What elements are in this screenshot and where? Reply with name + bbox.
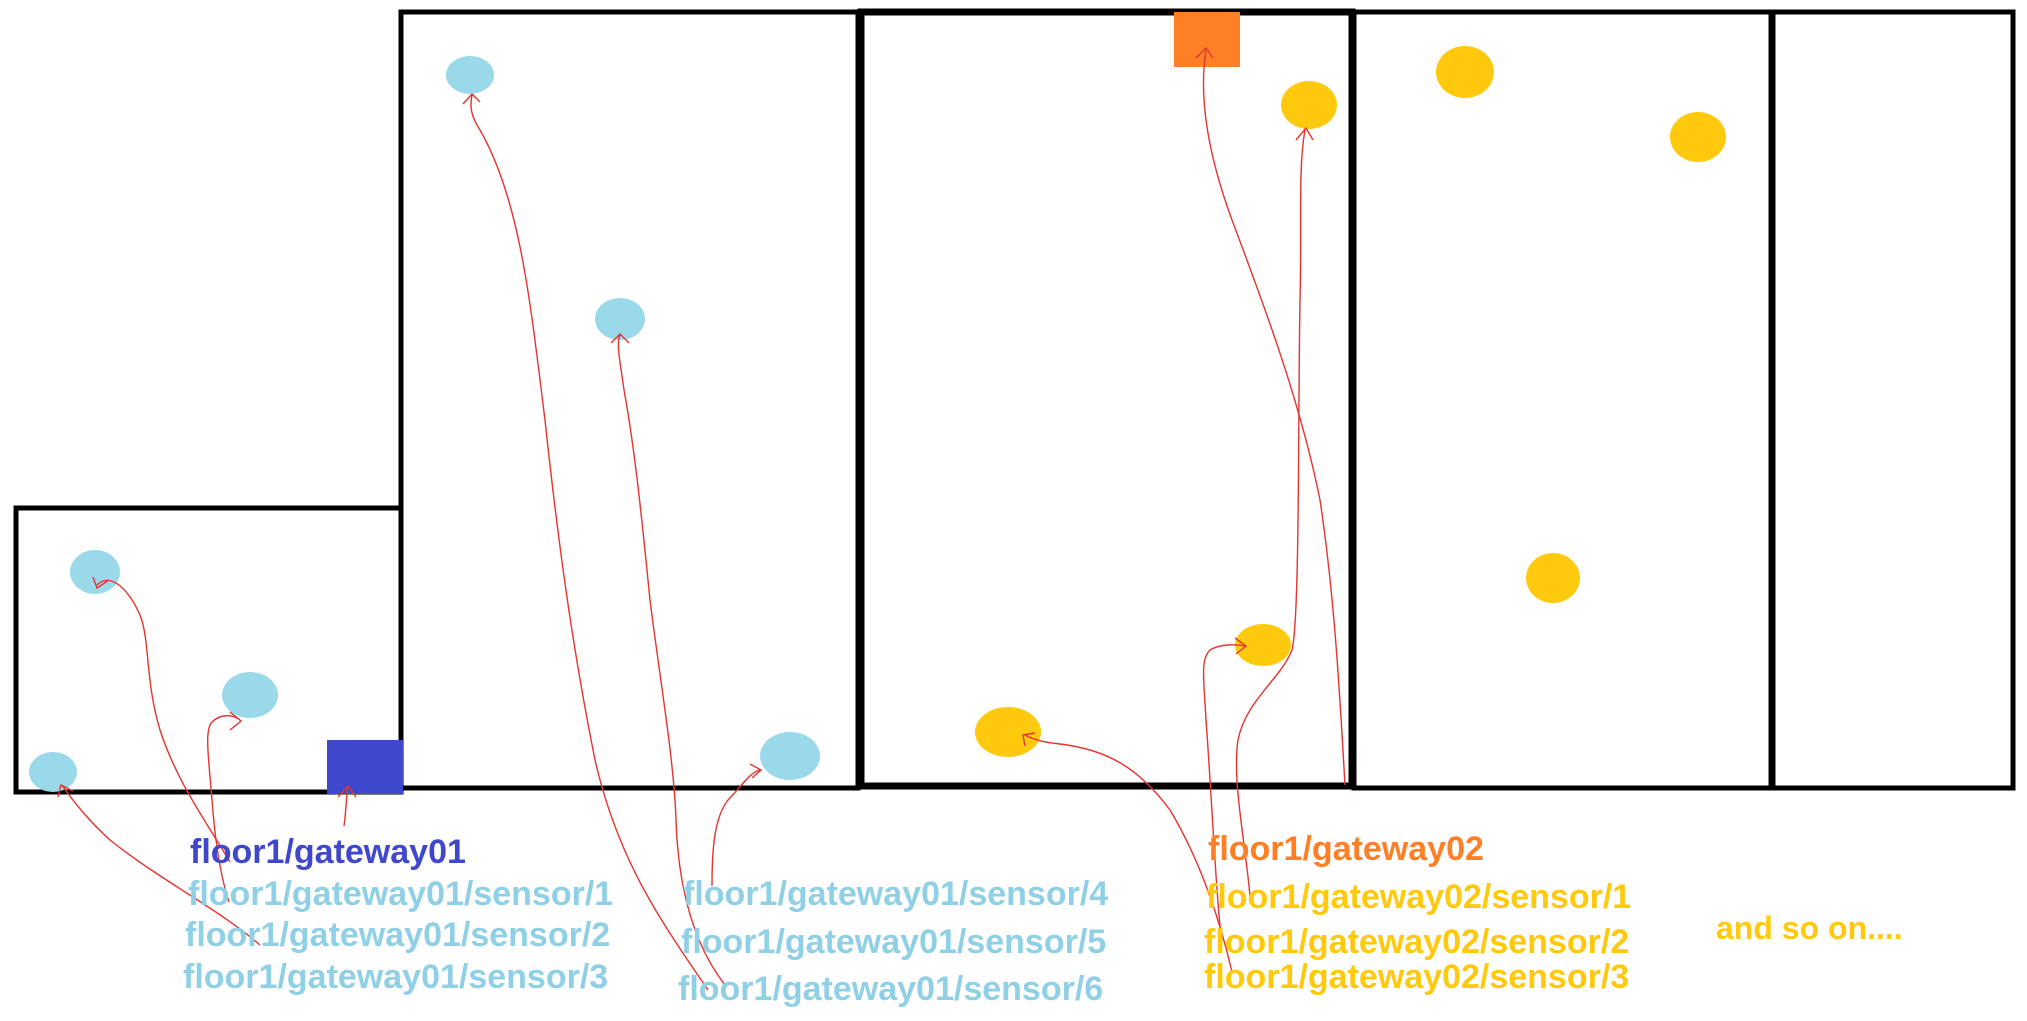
link-arrows bbox=[57, 46, 1346, 991]
gw1-sensor-1-marker bbox=[70, 550, 120, 594]
arrow-gw1-sensor5 bbox=[610, 333, 726, 986]
arrow-gateway02 bbox=[1195, 46, 1346, 786]
gw1-sensor-2-marker bbox=[222, 672, 278, 718]
rooms bbox=[13, 8, 2016, 795]
gw2-sensor-1-marker bbox=[1281, 81, 1337, 129]
arrow-gw2-sensor2 bbox=[1202, 637, 1248, 937]
label-gateway01: floor1/gateway01 bbox=[190, 833, 466, 871]
label-gateway02: floor1/gateway02 bbox=[1208, 830, 1484, 868]
label-gw2-sensor1: floor1/gateway02/sensor/1 bbox=[1206, 878, 1632, 916]
gateway01-marker bbox=[327, 740, 403, 794]
gw1-sensor-3-marker bbox=[29, 752, 77, 792]
label-gw1-sensor1: floor1/gateway01/sensor/1 bbox=[188, 875, 614, 913]
arrow-gw1-sensor4 bbox=[462, 92, 709, 991]
label-gw1-sensor2: floor1/gateway01/sensor/2 bbox=[185, 916, 611, 954]
label-gw1-sensor3: floor1/gateway01/sensor/3 bbox=[183, 958, 609, 996]
sensor-marker-room4-c bbox=[1526, 553, 1580, 603]
sensor-marker-room4-b bbox=[1670, 112, 1726, 162]
label-gw2-sensor3: floor1/gateway02/sensor/3 bbox=[1204, 958, 1630, 996]
arrow-gw2-sensor3 bbox=[1022, 732, 1233, 973]
arrow-gw1-sensor6 bbox=[711, 763, 763, 887]
arrow-gw1-sensor3 bbox=[57, 783, 261, 946]
room-2 bbox=[398, 9, 861, 791]
label-gw1-sensor5: floor1/gateway01/sensor/5 bbox=[681, 923, 1107, 961]
arrow-gateway01 bbox=[337, 784, 357, 827]
gw1-sensor-6-marker bbox=[760, 732, 820, 780]
gw1-sensor-5-marker bbox=[595, 298, 645, 340]
arrow-gw1-sensor2 bbox=[206, 711, 243, 903]
gw1-sensor-4-marker bbox=[446, 56, 494, 94]
room-5 bbox=[1770, 9, 2016, 791]
sensor-marker-room4-a bbox=[1436, 46, 1494, 98]
label-gw2-sensor2: floor1/gateway02/sensor/2 bbox=[1204, 923, 1630, 961]
room-3 bbox=[857, 8, 1356, 790]
gw2-sensor-2-marker bbox=[1235, 624, 1291, 666]
label-continuation: and so on.... bbox=[1716, 910, 1903, 946]
arrow-gw2-sensor1 bbox=[1235, 126, 1314, 897]
gateway01-sensors bbox=[29, 56, 820, 792]
arrow-gw1-sensor1 bbox=[92, 576, 231, 863]
gw2-sensor-3-marker bbox=[975, 707, 1041, 757]
label-gw1-sensor4: floor1/gateway01/sensor/4 bbox=[683, 875, 1109, 913]
gateway02-marker bbox=[1174, 12, 1240, 67]
label-gw1-sensor6: floor1/gateway01/sensor/6 bbox=[678, 970, 1104, 1008]
